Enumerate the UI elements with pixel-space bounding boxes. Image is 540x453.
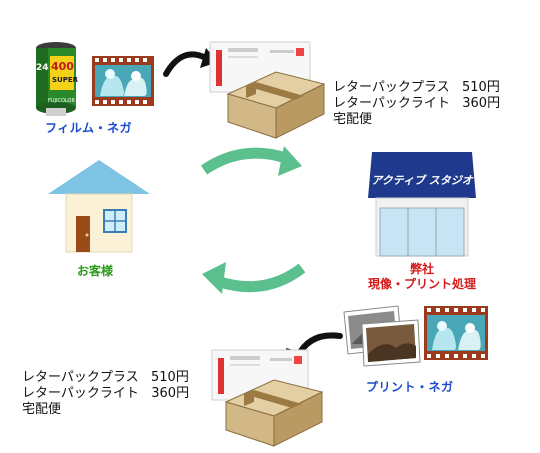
prints-photo-icon — [343, 305, 421, 367]
customer-label: お客様 — [77, 264, 114, 278]
film-speed-text: 400 — [51, 60, 74, 73]
shipping-top-line2: レターパックライト 360円 — [333, 96, 501, 111]
negative-strip-icon — [92, 56, 154, 106]
film-exposures-text: 24 — [36, 63, 49, 73]
studio-sign-text: アクティブ スタジオ — [371, 174, 474, 187]
studio-label-line1: 弊社 — [409, 262, 434, 276]
film-brand-text: SUPER — [52, 76, 79, 84]
shipping-top-line1: レターパックプラス 510円 — [333, 80, 500, 95]
film-canister-icon: 24 400 SUPER FUJICOLOR — [36, 42, 79, 116]
studio-label-line2: 現像・プリント処理 — [367, 277, 476, 291]
negative-strip-bottom-icon — [424, 306, 488, 360]
green-arrow-right-icon — [200, 146, 302, 176]
shipping-info-bottom: レターパックプラス 510円 レターパックライト 360円 宅配便 — [22, 370, 189, 418]
studio-building-icon: アクティブ スタジオ — [368, 152, 476, 257]
shipping-info-top: レターパックプラス 510円 レターパックライト 360円 宅配便 — [333, 80, 500, 128]
film-negative-label: フィルム・ネガ — [45, 121, 133, 135]
film-maker-text: FUJICOLOR — [48, 98, 75, 104]
shipping-top-line3: 宅配便 — [333, 112, 373, 127]
shipping-bottom-line1: レターパックプラス 510円 — [22, 370, 189, 385]
shipping-bottom-line2: レターパックライト 360円 — [22, 386, 190, 401]
green-arrow-left-icon — [202, 262, 306, 294]
print-negative-label: プリント・ネガ — [366, 380, 454, 394]
shipping-bottom-line3: 宅配便 — [22, 402, 62, 417]
cardboard-box-top-icon — [226, 71, 326, 139]
studio-label: 弊社 現像・プリント処理 — [354, 262, 490, 292]
cardboard-box-bottom-icon — [224, 379, 324, 447]
customer-house-icon — [48, 160, 150, 253]
